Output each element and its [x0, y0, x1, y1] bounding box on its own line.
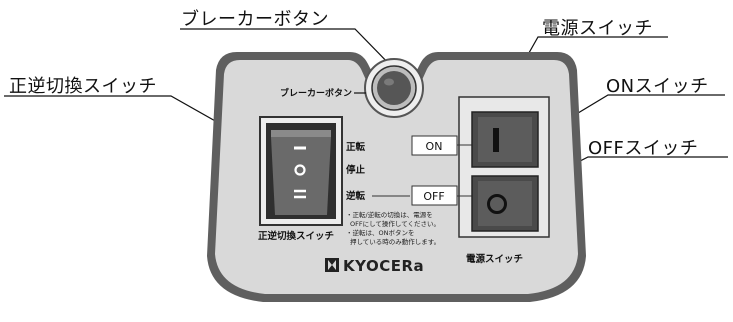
breaker-panel-label: ブレーカーボタン [280, 87, 352, 99]
power-switch-group: ON OFF 電源スイッチ [411, 96, 550, 265]
on-button[interactable] [478, 117, 532, 162]
note-line-2: OFFにして操作してください。 [350, 219, 440, 228]
fwd-rev-caption: 正逆切換スイッチ [258, 230, 334, 242]
fwd-rev-rocker[interactable] [271, 137, 331, 215]
leader-breaker [180, 28, 397, 72]
label-forward: 正転 [346, 141, 366, 153]
fwd-rev-switch-group: 正転 停止 逆転 正逆切換スイッチ ・正転/逆転の切換は、電源を OFFにして操… [258, 116, 440, 246]
callout-fwd-rev-switch: 正逆切換スイッチ [9, 76, 157, 97]
note-line-4: 押している時のみ動作します。 [350, 237, 440, 246]
on-label: ON [426, 140, 443, 153]
callout-breaker-button: ブレーカーボタン [181, 9, 329, 30]
callout-on-switch: ONスイッチ [606, 76, 709, 97]
on-button-mark [493, 128, 499, 152]
label-reverse: 逆転 [346, 190, 366, 202]
fwd-rev-mark-circle [294, 164, 306, 176]
brand-logo: KYOCERa [325, 257, 424, 275]
kyocera-mark-icon [325, 258, 339, 272]
callout-power-switch: 電源スイッチ [542, 18, 653, 39]
power-caption: 電源スイッチ [466, 253, 523, 265]
callout-off-switch: OFFスイッチ [588, 138, 699, 159]
note-line-3: ・逆転は、ONボタンを [346, 228, 414, 237]
note-line-1: ・正転/逆転の切換は、電源を [346, 210, 433, 219]
off-button-mark [487, 194, 507, 214]
breaker-button[interactable] [377, 71, 411, 105]
breaker-highlight [384, 78, 394, 86]
label-stop: 停止 [346, 164, 366, 176]
fwd-rev-rocker-top [271, 130, 331, 137]
brand-wordmark: KYOCERa [343, 257, 424, 275]
off-label: OFF [423, 190, 444, 203]
breaker-button-group: ブレーカーボタン [280, 58, 424, 118]
